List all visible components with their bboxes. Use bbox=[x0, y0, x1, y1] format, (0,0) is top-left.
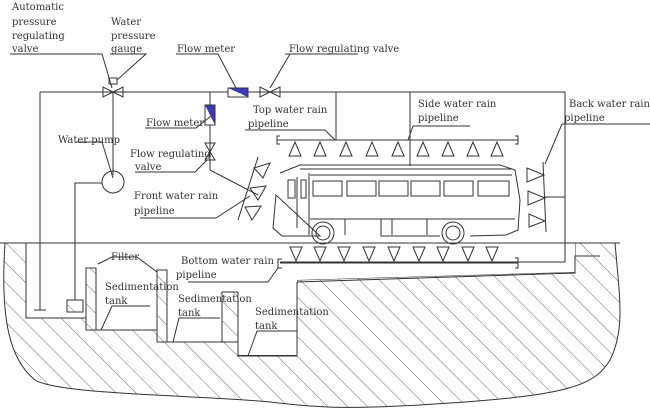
label-pressure-gauge: Water bbox=[111, 17, 141, 28]
label-auto-valve: Automatic bbox=[11, 2, 64, 13]
svg-text:pipeline: pipeline bbox=[564, 113, 605, 124]
svg-text:valve: valve bbox=[11, 44, 38, 55]
label-flow-valve-side: Flow regulating bbox=[130, 149, 211, 160]
front-wheel bbox=[311, 221, 335, 245]
bottom-nozzles bbox=[289, 246, 499, 263]
label-flow-meter-side: Flow meter bbox=[146, 118, 204, 129]
label-flow-meter-top: Flow meter bbox=[177, 44, 235, 55]
pressure-gauge-icon bbox=[108, 77, 118, 85]
bus bbox=[272, 164, 521, 245]
label-back-pipeline: Back water rain bbox=[569, 99, 650, 110]
svg-text:pressure: pressure bbox=[12, 17, 57, 28]
svg-text:pipeline: pipeline bbox=[248, 119, 289, 130]
label-sed-tank-2: Sedimentation bbox=[178, 294, 252, 305]
labels: Automatic pressure regulating valve Wate… bbox=[11, 2, 650, 332]
label-flow-valve-top: Flow regulating valve bbox=[289, 44, 399, 55]
back-nozzles bbox=[526, 167, 547, 228]
svg-text:pipeline: pipeline bbox=[176, 270, 217, 281]
sedimentation-pits bbox=[25, 243, 600, 357]
top-nozzles bbox=[288, 140, 504, 157]
water-pump-icon bbox=[101, 170, 125, 194]
svg-text:tank: tank bbox=[105, 296, 128, 307]
flow-meter-top bbox=[227, 87, 249, 98]
svg-text:tank: tank bbox=[178, 308, 201, 319]
svg-text:valve: valve bbox=[134, 162, 161, 173]
flow-regulating-valve-side bbox=[204, 142, 216, 161]
front-nozzles bbox=[244, 162, 271, 221]
svg-text:tank: tank bbox=[255, 321, 278, 332]
filter-element bbox=[66, 299, 84, 313]
label-side-pipeline: Side water rain bbox=[418, 99, 497, 110]
label-water-pump: Water pump bbox=[58, 135, 120, 146]
leader-lines bbox=[10, 53, 650, 357]
label-sed-tank-3: Sedimentation bbox=[255, 307, 329, 318]
label-sed-tank-1: Sedimentation bbox=[105, 282, 179, 293]
svg-text:pipeline: pipeline bbox=[134, 206, 175, 217]
svg-text:regulating: regulating bbox=[12, 31, 65, 42]
rear-wheel bbox=[441, 221, 465, 245]
svg-text:pipeline: pipeline bbox=[418, 113, 459, 124]
label-front-pipeline: Front water rain bbox=[134, 191, 219, 202]
flow-meter-side bbox=[204, 104, 216, 126]
label-filter: Filter bbox=[111, 252, 139, 263]
svg-text:gauge: gauge bbox=[111, 44, 142, 55]
svg-text:pressure: pressure bbox=[111, 31, 156, 42]
auto-pressure-valve bbox=[102, 77, 124, 98]
flow-regulating-valve-top bbox=[259, 86, 281, 98]
label-bottom-pipeline: Bottom water rain bbox=[181, 256, 274, 267]
label-top-pipeline: Top water rain bbox=[253, 105, 328, 116]
